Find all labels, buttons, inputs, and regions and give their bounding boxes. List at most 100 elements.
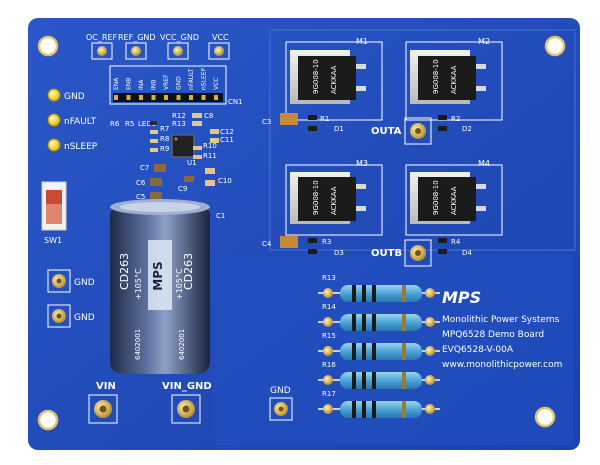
svg-text:OC_REF: OC_REF	[86, 33, 117, 42]
led-nfault: nFAULT	[47, 113, 97, 127]
cn1-pin	[151, 95, 156, 100]
terminal-outa[interactable]: OUTA	[371, 117, 432, 145]
capacitor-c1: MPS CD263 CD263 +105°C +105°C 6402001 64…	[110, 199, 210, 374]
cn1-pin	[139, 95, 143, 100]
header-vcc-gnd[interactable]: VCC_GND	[160, 33, 199, 60]
svg-text:C11: C11	[220, 136, 234, 144]
svg-text:U1: U1	[187, 159, 197, 167]
svg-text:VCC_GND: VCC_GND	[160, 33, 199, 42]
cap-labels: C7 C6 C5 C9 C10 C1	[136, 164, 232, 220]
svg-text:REF_GND: REF_GND	[118, 33, 156, 42]
terminal-outb[interactable]: OUTB	[371, 239, 432, 267]
ic-u1: U1	[171, 134, 197, 167]
power-resistor-label: R15	[322, 332, 336, 340]
header-ref-gnd[interactable]: REF_GND	[118, 33, 156, 60]
svg-text:MPQ6528 Demo Board: MPQ6528 Demo Board	[442, 330, 544, 340]
svg-text:R6: R6	[110, 120, 120, 128]
svg-text:www.monolithicpower.com: www.monolithicpower.com	[442, 360, 562, 370]
svg-text:GND: GND	[74, 278, 95, 288]
header-oc-ref[interactable]: OC_REF	[86, 33, 117, 60]
svg-text:+105°C: +105°C	[134, 268, 143, 300]
resistor-labels: R6 R5 LED1 R7 R8 R9 R10 R11 R12 R13 C8 C…	[110, 112, 234, 160]
mosfet-m1: M1 9G008-10 ACKKAA	[285, 37, 383, 121]
svg-text:CN1: CN1	[228, 98, 243, 106]
terminal-gnd-3[interactable]: GND	[269, 386, 293, 421]
led-nsleep: nSLEEP	[47, 138, 98, 152]
power-resistor: R13	[318, 274, 440, 302]
power-resistor: R15	[318, 332, 440, 360]
mounting-holes	[37, 35, 566, 431]
svg-text:M2: M2	[478, 37, 490, 46]
svg-text:R2: R2	[451, 115, 460, 123]
svg-text:M1: M1	[356, 37, 368, 46]
led-gnd: GND	[47, 88, 85, 102]
svg-text:R10: R10	[203, 142, 217, 150]
svg-text:9G008-10: 9G008-10	[432, 180, 440, 215]
svg-text:9G008-10: 9G008-10	[312, 59, 320, 94]
cn1-pin	[176, 95, 181, 100]
svg-text:R4: R4	[451, 238, 461, 246]
svg-text:6402001: 6402001	[134, 329, 142, 360]
cn1-pin-label: VREF	[163, 74, 170, 90]
svg-text:VIN: VIN	[96, 381, 116, 392]
svg-text:R7: R7	[160, 125, 169, 133]
switch-sw1[interactable]: SW1	[41, 181, 67, 245]
svg-text:CD263: CD263	[182, 253, 195, 290]
svg-text:R8: R8	[160, 135, 169, 143]
svg-text:C10: C10	[218, 177, 232, 185]
svg-text:MPS: MPS	[442, 288, 481, 307]
svg-text:GND: GND	[270, 386, 291, 396]
svg-text:GND: GND	[74, 313, 95, 323]
svg-text:ACKKAA: ACKKAA	[330, 186, 338, 215]
svg-text:R11: R11	[203, 152, 217, 160]
svg-text:C12: C12	[220, 128, 234, 136]
terminal-vin-gnd[interactable]: VIN_GND	[162, 381, 212, 424]
power-resistor: R16	[318, 361, 440, 389]
svg-text:R5: R5	[125, 120, 134, 128]
svg-text:C7: C7	[140, 164, 149, 172]
smd-parts	[150, 113, 219, 200]
power-resistor: R17	[318, 390, 440, 418]
svg-text:R1: R1	[320, 115, 329, 123]
cn1-pin	[164, 95, 168, 100]
mosfet-m4: M4 9G008-10 ACKKAA	[405, 159, 503, 236]
power-resistor: R14	[318, 303, 440, 331]
svg-text:C5: C5	[136, 193, 145, 201]
svg-text:D3: D3	[334, 249, 344, 257]
cn1-pin-label: VCC	[213, 78, 220, 90]
svg-text:D1: D1	[334, 125, 344, 133]
svg-text:9G008-10: 9G008-10	[432, 59, 440, 94]
header-vcc[interactable]: VCC	[208, 33, 230, 60]
svg-text:ACKKAA: ACKKAA	[450, 186, 458, 215]
svg-text:M4: M4	[478, 159, 490, 168]
terminal-vin[interactable]: VIN	[88, 381, 118, 424]
cn1-pin-label: nFAULT	[188, 68, 195, 90]
pcb-trace	[269, 29, 576, 251]
svg-text:R9: R9	[160, 145, 169, 153]
power-resistor-label: R17	[322, 390, 336, 398]
svg-text:CD263: CD263	[118, 253, 131, 290]
rd-group-a: R1 D1 R2 D2	[308, 115, 472, 133]
cn1-pin	[189, 95, 193, 100]
svg-text:M3: M3	[356, 159, 368, 168]
cn1-pin-label: nSLEEP	[201, 67, 208, 90]
svg-text:VIN_GND: VIN_GND	[162, 381, 212, 392]
cn1-pin	[201, 95, 206, 100]
terminal-gnd-2[interactable]: GND	[47, 304, 95, 328]
svg-text:C1: C1	[216, 212, 225, 220]
cn1-pin-label: GND	[176, 76, 183, 90]
svg-text:OUTA: OUTA	[371, 126, 402, 137]
svg-text:+105°C: +105°C	[175, 268, 184, 300]
terminal-gnd-1[interactable]: GND	[47, 269, 95, 293]
svg-text:D4: D4	[462, 249, 472, 257]
svg-text:C6: C6	[136, 179, 146, 187]
svg-text:C3: C3	[262, 118, 271, 126]
svg-text:EVQ6528-V-00A: EVQ6528-V-00A	[442, 345, 514, 355]
cn1-pin	[114, 95, 118, 100]
svg-text:OUTB: OUTB	[371, 248, 402, 259]
svg-text:Monolithic Power Systems: Monolithic Power Systems	[442, 315, 560, 325]
power-resistor-label: R13	[322, 274, 336, 282]
